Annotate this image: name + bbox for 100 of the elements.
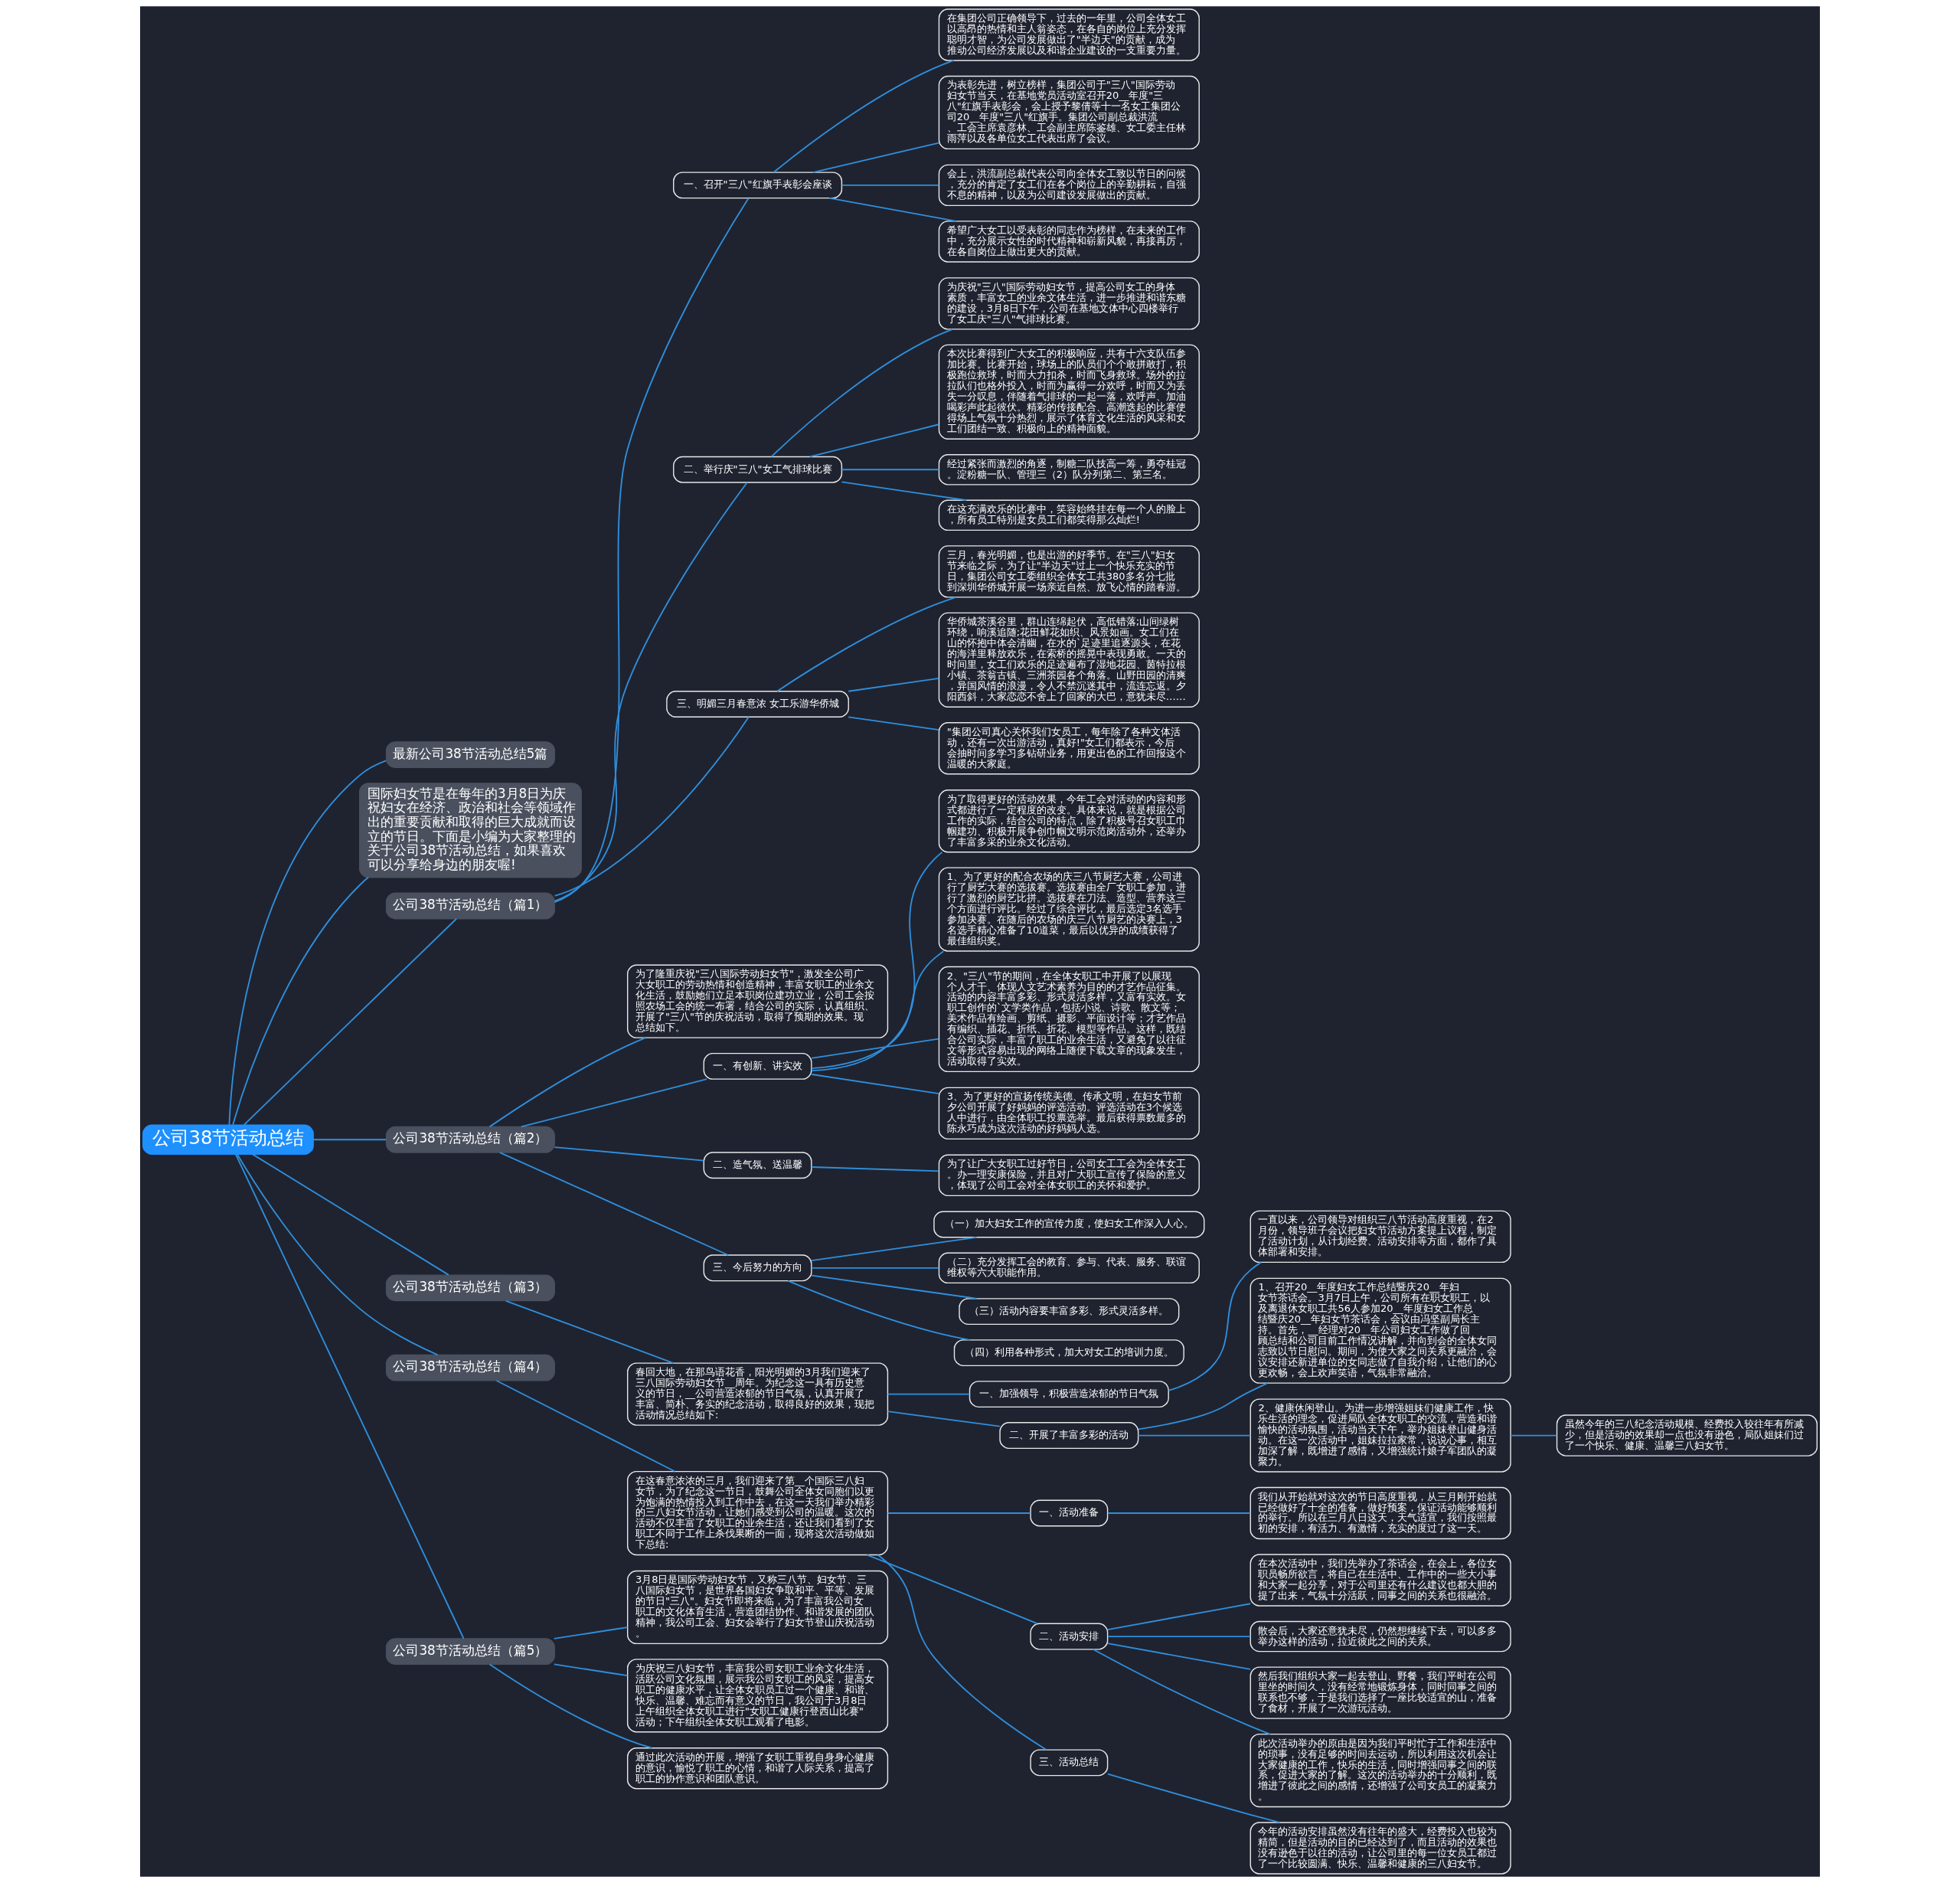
connector xyxy=(1107,1603,1252,1630)
node-box: 春回大地，在那鸟语花香，阳光明媚的3月我们迎来了三八国际劳动妇女节__周年。为纪念这一具有历史意义的节日，__公司营造浓郁的节日气氛，认真开展了丰富、简朴、务实的纪念活动，取得良好的效果，现把活动情况总结如下: xyxy=(627,1362,889,1426)
node-box: 国际妇女节是在每年的3月8日为庆祝妇女在经济、政治和社会等领域作出的重要贡献和取得的巨大成就而设立的节日。下面是小编为大家整理的关于公司38节活动总结，如果喜欢可以分享给身边的朋友喔! xyxy=(359,783,582,878)
connector xyxy=(488,1037,646,1128)
node-box: （三）活动内容要丰富多彩、形式灵活多样。 xyxy=(959,1298,1180,1326)
connector xyxy=(235,1153,465,1639)
node-box: 一直以来，公司领导对组织三八节活动高度重视，在2月份，领导班子会议把妇女节活动方案提上议程，制定了活动计划，从计划经费、活动安排等方面，都作了具体部署和安排。 xyxy=(1250,1210,1511,1264)
connector xyxy=(848,716,940,731)
node-box: 二、举行庆"三八"女工气排球比赛 xyxy=(673,456,843,483)
connector xyxy=(237,1153,439,1356)
node-box: 本次比赛得到广大女工的积极响应，共有十六支队伍参加比赛。比赛开始，球场上的队员们个个敢拼敢打，积极跑位救球，时而大力扣杀，时而飞身救球。场外的拉拉队们也格外投入，时而为赢得一分欢呼，时而又为丢失一分叹息，伴随着气排球的一起一落，欢呼声、加油喝彩声此起彼伏。精彩的传接配合、高潮迭起的比赛使得场上气氛十分热烈，展示了体育文化生活的风采和女工们团结一致、积极向上的精神面貌。 xyxy=(938,344,1200,440)
node-box: 三、明媚三月春意浓 女工乐游华侨城 xyxy=(666,691,849,718)
connector xyxy=(808,423,940,458)
connector xyxy=(811,851,943,1071)
connector xyxy=(554,198,750,904)
node-box: 公司38节活动总结（篇3） xyxy=(385,1274,555,1302)
node-box: 三、今后努力的方向 xyxy=(703,1254,812,1282)
node-box: 最新公司38节活动总结5篇 xyxy=(385,741,555,769)
connector xyxy=(1107,1512,1252,1514)
node-box: 为了取得更好的活动效果，今年工会对活动的内容和形式都进行了一定程度的改变。具体来说，就是根据公司工作的实际，结合公司的特点，除了积极号召女职工巾帼建功、积极开展争创巾帼文明示范岗活动外，还举办了丰富多采的业余文化活动。 xyxy=(938,789,1200,853)
node-box: 为了让广大女职工过好节日，公司女工工会为全体女工。办一理安康保险，并且对广大职工宣传了保险的意义，体现了公司工会对全体女职工的关怀和爱护。 xyxy=(938,1154,1200,1197)
connector xyxy=(841,481,968,502)
node-box: 公司38节活动总结（篇5） xyxy=(385,1638,555,1666)
node-box: "集团公司真心关怀我们女员工，每年除了各种文体活动，还有一次出游活动，真好!"女工们都表示，今后会抽时间多学习多钻研业务，用更出色的工作回报这个温暖的大家庭。 xyxy=(938,722,1200,775)
node-box: 会上，洪流副总裁代表公司向全体女工致以节日的问候，充分的肯定了女工们在各个岗位上的辛勤耕耘，自强不息的精神，以及为公司建设发展做出的贡献。 xyxy=(938,164,1200,207)
node-box: 公司38节活动总结（篇4） xyxy=(385,1354,555,1381)
node-box: 2、"三八"节的期间，在全体女职工中开展了以展现个人才干、体现人文艺术素养为目的的才艺作品征集。活动的内容丰富多彩、形式灵活多样，又富有实效。女职工创作的`文学类作品，包括小说、诗歌、散文等；美术作品有绘画、剪纸、摄影、平面设计等；才艺作品有编织、插花、折纸、折花、模型等作品。这样，既结合公司实际，丰富了职工的业余生活，又避免了以往征文等形式容易出现的网络上随便下载文章的现象发生，活动取得了实效。 xyxy=(938,966,1200,1073)
node-box: 在这春意浓浓的三月，我们迎来了第__个国际三八妇女节，为了纪念这一节日，鼓舞公司全体女同胞们以更为饱满的热情投入到工作中去，在这一天我们举办精彩的三八妇女节活动，让她们感受到公司的温暖。这次的活动不仅丰富了女职工的业余生活，还让我们看到了女职工不同于工作上杀伐果断的一面，现将这次活动做如下总结: xyxy=(627,1470,889,1556)
connector xyxy=(232,876,369,1126)
connector xyxy=(554,482,748,902)
node-box: 二、造气氛、送温馨 xyxy=(703,1152,812,1179)
node-box: 公司38节活动总结 xyxy=(142,1124,314,1156)
node-box: 为庆祝"三八"国际劳动妇女节，提高公司女工的身体素质，丰富女工的业余文体生活，进一步推进和谐东糖的建设，3月8日下午，公司在基地文体中心四楼举行了女工庆"三八"气排球比赛。 xyxy=(938,277,1200,330)
node-box: 今年的活动安排虽然没有往年的盛大，经费投入也较为精简，但是活动的目的已经达到了，而且活动的效果也没有逊色于以往的活动，让公司里的每一位女员工都过了一个比较圆满、快乐、温馨和健康的三八妇女节。 xyxy=(1250,1822,1511,1875)
connector xyxy=(811,1074,940,1095)
node-box: 希望广大女工以受表彰的同志作为榜样，在未来的工作中，充分展示女性的时代精神和崭新风貌，再接再厉，在各自岗位上做出更大的贡献。 xyxy=(938,221,1200,263)
node-box: （四）利用各种形式，加大对女工的培训力度。 xyxy=(953,1339,1184,1367)
connector xyxy=(887,1411,1001,1427)
node-box: 一、有创新、讲实效 xyxy=(703,1052,812,1080)
connector xyxy=(841,184,940,186)
connector xyxy=(1138,1382,1268,1430)
connector xyxy=(1107,1636,1252,1637)
connector xyxy=(811,950,945,1069)
connector xyxy=(773,60,955,173)
connector xyxy=(553,1626,629,1639)
node-box: （一）加大妇女工作的宣传力度，使妇女工作深入人心。 xyxy=(933,1211,1205,1238)
node-box: 二、活动安排 xyxy=(1030,1623,1109,1650)
node-box: 3月8日是国际劳动妇女节，又称三八节、妇女节、三八国际妇女节，是世界各国妇女争取和平、平等、发展的节日"三八"。妇女节即将来临，为了丰富我公司女职工的文化体育生活，营造团结协作、和谐发展的团队精神，我公司工会、妇女会举行了妇女节登山庆祝活动。 xyxy=(627,1570,889,1645)
connector xyxy=(252,1153,449,1276)
connector xyxy=(887,1393,971,1395)
node-box: 在本次活动中，我们先举办了茶话会，在会上，各位女职员畅所欲言，将自己在生活中、工作中的一些大小事和大家一起分享，对于公司里还有什么建议也都大胆的提了出来，气氛十分活跃，同事之间的关系也很融洽。 xyxy=(1250,1554,1511,1607)
node-box: 2、健康休闲登山。为进一步增强姐妹们健康工作，快乐生活的理念，促进局队全体女职工的交流，营造和谐愉快的活动氛围，活动当天下午，举办姐妹登山健身活动。在这一次活动中，姐妹拉拉家常，说说心事，相互加深了解，既增进了感情，又增强统计娘子军团队的凝聚力。 xyxy=(1250,1398,1511,1473)
node-box: 虽然今年的三八纪念活动规模、经费投入较往年有所减少，但是活动的效果却一点也没有逊色，局队姐妹们过了一个快乐、健康、温馨三八妇女节。 xyxy=(1556,1414,1818,1456)
node-box: （二）充分发挥工会的教育、参与、代表、服务、联谊维权等六大职能作用。 xyxy=(938,1252,1200,1284)
node-box: 一、活动准备 xyxy=(1030,1499,1109,1527)
connector xyxy=(811,1274,978,1299)
connector xyxy=(228,760,387,1126)
connector xyxy=(811,1267,940,1269)
node-box: 为庆祝三八妇女节，丰富我公司女职工业余文化生活，活跃公司文化氛围，展示我公司女职工的风采，提高女职工的健康水平，让全体女职员工过一个健康、和谐、快乐、温馨、难忘而有意义的节日，我公司于3月8日上午组织全体女职工进行"女职工健康行登西山比赛"活动；下午组织全体女职工观看了电影。 xyxy=(627,1659,889,1733)
connector xyxy=(498,1152,730,1256)
node-box: 散会后，大家还意犹未尽，仍然想继续下去，可以多多举办这样的活动，拉近彼此之间的关系。 xyxy=(1250,1620,1511,1653)
connector xyxy=(866,1554,1038,1625)
node-box: 公司38节活动总结（篇2） xyxy=(385,1126,555,1153)
node-box: 然后我们组织大家一起去登山、野餐，我们平时在公司里坐的时间久，没有经常地锻炼身体，同时同事之间的联系也不够，于是我们选择了一座比较适宜的山，准备了食材，开展了一次游玩活动。 xyxy=(1250,1666,1511,1719)
node-box: 为了隆重庆祝"三八国际劳动妇女节"，激发全公司广大女职工的劳动热情和创造精神，丰富女职工的业余文化生活，鼓励她们立足本职岗位建功立业，公司工会按照农场工会的统一布署，结合公司的实际，认真组织、开展了"三八"节的庆祝活动，取得了预期的效果。现总结如下。 xyxy=(627,964,889,1038)
connector xyxy=(812,142,940,174)
connector xyxy=(770,329,953,458)
node-box: 通过此次活动的开展，增强了女职工重视自身身心健康的意识，愉悦了职工的心情，和谐了人际关系，提高了职工的协作意识和团队意识。 xyxy=(627,1747,889,1790)
node-box: 一、召开"三八"红旗手表彰会座谈 xyxy=(673,172,843,199)
connector xyxy=(505,1299,675,1364)
connector xyxy=(554,1146,705,1162)
connector xyxy=(848,678,940,692)
connector xyxy=(243,917,458,1126)
connector xyxy=(1107,1643,1252,1670)
connector xyxy=(1137,1434,1252,1437)
connector xyxy=(488,1663,653,1749)
connector xyxy=(553,1663,629,1677)
node-box: 我们从开始就对这次的节日高度重视，从三月刚开始就已经做好了十全的准备，做好预案，保证活动能够顺利的举行。所以在三月八日这天，天气适宜，我们按照最初的安排，有活力、有激情，充实的度过了这一天。 xyxy=(1250,1486,1511,1540)
connector xyxy=(312,1139,387,1141)
node-box: 在集团公司正确领导下，过去的一年里，公司全体女工以高昂的热情和主人翁姿态，在各自的岗位上充分发挥聪明才智，为公司发展做出了"半边天"的贡献，成为推动公司经济发展以及和谐企业建设的一支重要力量。 xyxy=(938,8,1200,61)
connector xyxy=(554,716,750,897)
node-box: 三月，春光明媚，也是出游的好季节。在"三八"妇女节来临之际，为了让"半边天"过上一个快乐充实的节日，集团公司女工委组织全体女工共380多名分七批到深圳华侨城开展一场亲近自然、放飞心情的踏春游。 xyxy=(938,545,1200,598)
node-box: 经过紧张而激烈的角逐，制糖二队技高一筹，勇夺桂冠。淀粉糖一队、管理三（2）队分列第二、第三名。 xyxy=(938,454,1200,485)
node-box: 二、开展了丰富多彩的活动 xyxy=(999,1422,1139,1450)
connector xyxy=(877,1554,1047,1751)
node-box: 在这充满欢乐的比赛中，笑容始终挂在每一个人的脸上，所有员工特别是女员工们都笑得那么灿烂! xyxy=(938,499,1200,531)
node-box: 为表彰先进，树立榜样，集团公司于"三八"国际劳动妇女节当天，在基地党员活动室召开20__年度"三八"红旗手表彰会，会上授予黎倩等十一名女工集团公司20__年度"三八"红旗手。集团公司副总裁洪流、工会主席袁彦林、工会副主席陈鉴雄、女工委主任林雨萍以及各单位女工代表出席了会议。 xyxy=(938,75,1200,150)
node-box: 1、召开20__年度妇女工作总结暨庆20__年妇女节茶话会。3月7日上午，公司所有在职女职工，以及离退休女职工共56人参加20__年度妇女工作总结暨庆20__年妇女节茶话会，会议由冯坚副局长主持。首先，__经理对20__年公司妇女工作做了回顾总结和公司目前工作情况讲解，并向到会的全体女同志致以节日慰问。期间，为使大家之间关系更融洽，会议安排还新进单位的女同志做了自我介绍，让他们的心更欢畅，会上欢声笑语，气氛非常融洽。 xyxy=(1250,1277,1511,1384)
connector xyxy=(495,1380,676,1473)
connector xyxy=(520,1078,708,1128)
connector xyxy=(811,1038,940,1059)
node-box: 华侨城茶溪谷里，群山连绵起伏，高低错落;山间绿树环绕，响溪追随;花田鲜花如织、风景如画。女工们在山的怀抱中体会清幽，在水的`足迹里追逐源头，在花的海洋里释放欢乐，在索桥的摇晃中表现勇敢。一天的时间里，女工们欢乐的足迹遍布了湿地花园、茵特拉根小镇、茶翁古镇、三洲茶园各个角落。山野田园的清爽，异国风情的浪漫，令人不禁沉迷其中，流连忘返。夕阳西斜，大家恋恋不舍上了回家的大巴，意犹未尽…… xyxy=(938,612,1200,708)
node-box: 3、为了更好的宣扬传统美德、传承文明，在妇女节前夕公司开展了好妈妈的评选活动。评选活动在3个候选人中进行，由全体职工投票选举。最后获得票数最多的陈永巧成为这次活动的好妈妈人选。 xyxy=(938,1087,1200,1140)
node-box: 一、加强领导，积极营造浓郁的节日气氛 xyxy=(969,1381,1169,1408)
node-box: 公司38节活动总结（篇1） xyxy=(385,892,555,920)
connector xyxy=(887,1512,1031,1514)
connector xyxy=(1510,1434,1558,1437)
node-box: 三、活动总结 xyxy=(1030,1749,1109,1777)
connector xyxy=(828,197,957,222)
connector xyxy=(841,469,940,471)
